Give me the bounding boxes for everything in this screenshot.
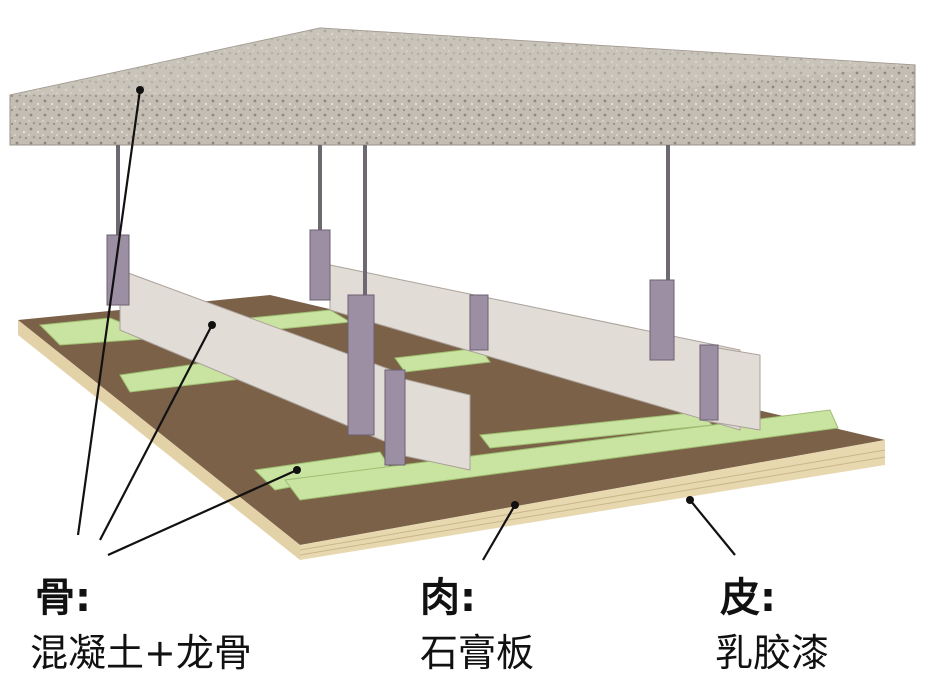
hanger-rods (118, 145, 668, 300)
label-skin-subtitle: 乳胶漆 (715, 622, 829, 677)
label-flesh-heading: 肉: (420, 565, 476, 623)
label-skin-heading: 皮: (720, 565, 776, 623)
label-flesh-subtitle: 石膏板 (420, 622, 534, 677)
label-bone-heading: 骨: (35, 565, 91, 623)
concrete-slab (10, 28, 915, 145)
label-bone-subtitle: 混凝土+龙骨 (30, 622, 252, 677)
